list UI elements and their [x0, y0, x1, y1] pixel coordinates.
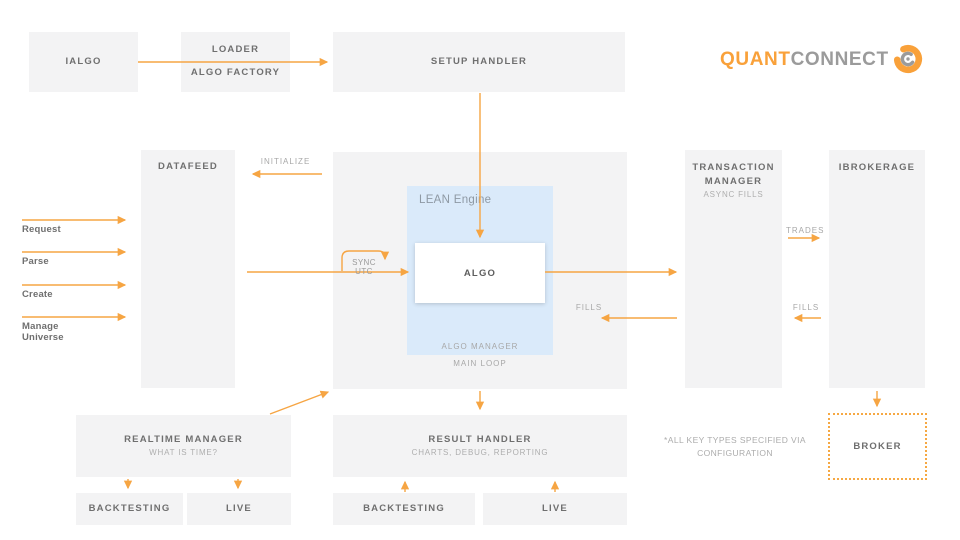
backtesting-left-box: BACKTESTING [76, 493, 183, 525]
arrow-realtime-to-engine [269, 390, 330, 415]
live-left-box: LIVE [187, 493, 291, 525]
ialgo-title: IALGO [65, 56, 102, 68]
backtesting-center-box: BACKTESTING [333, 493, 475, 525]
note-line2: CONFIGURATION [697, 448, 773, 459]
charts-debug-subtitle: CHARTS, DEBUG, REPORTING [411, 447, 549, 457]
manage-universe-label: Manage Universe [22, 321, 64, 343]
algo-title: ALGO [463, 267, 497, 279]
configuration-note: *ALL KEY TYPES SPECIFIED VIA CONFIGURATI… [655, 434, 815, 460]
datafeed-title: DATAFEED [158, 161, 218, 172]
async-fills-subtitle: ASYNC FILLS [703, 189, 764, 199]
quantconnect-swirl-icon [893, 44, 922, 74]
ibrokerage-box: IBROKERAGE [829, 150, 925, 388]
result-handler-box: RESULT HANDLER CHARTS, DEBUG, REPORTING [333, 415, 627, 477]
setup-handler-title: SETUP HANDLER [430, 56, 528, 68]
lean-engine-title: LEAN Engine [419, 194, 492, 206]
fills-center-label: FILLS [575, 303, 603, 312]
live-left-title: LIVE [226, 503, 252, 515]
logo-text-quant: QUANT [720, 48, 791, 70]
algo-manager-label: ALGO MANAGER [441, 342, 519, 351]
request-label: Request [22, 224, 61, 235]
logo-text: QUANTCONNECT [720, 50, 889, 69]
result-handler-title: RESULT HANDLER [428, 434, 532, 446]
ibrokerage-title: IBROKERAGE [838, 162, 916, 173]
transaction-manager-title-line1: TRANSACTION [692, 162, 775, 173]
algo-box: ALGO [415, 243, 545, 303]
loader-title: LOADER [211, 44, 260, 55]
note-line1: *ALL KEY TYPES SPECIFIED VIA [664, 435, 806, 445]
realtime-manager-title: REALTIME MANAGER [124, 434, 243, 446]
realtime-manager-box: REALTIME MANAGER WHAT IS TIME? [76, 415, 291, 477]
live-center-box: LIVE [483, 493, 627, 525]
main-loop-label: MAIN LOOP [453, 359, 507, 368]
broker-title: BROKER [853, 441, 902, 452]
broker-box: BROKER [828, 413, 927, 480]
sync-utc-label: SYNC UTC [352, 258, 376, 276]
live-center-title: LIVE [542, 503, 568, 515]
parse-label: Parse [22, 256, 49, 267]
trades-label: TRADES [786, 226, 825, 235]
transaction-manager-title-line2: MANAGER [704, 175, 763, 187]
what-is-time-subtitle: WHAT IS TIME? [149, 447, 218, 457]
logo-text-connect: CONNECT [790, 48, 889, 70]
datafeed-box: DATAFEED [141, 150, 235, 388]
backtesting-left-title: BACKTESTING [88, 503, 171, 515]
algo-factory-title: ALGO FACTORY [190, 67, 281, 79]
initialize-label: INITIALIZE [260, 157, 311, 166]
loader-box: LOADER ALGO FACTORY [181, 32, 290, 92]
transaction-manager-box: TRANSACTION MANAGER ASYNC FILLS [685, 150, 782, 388]
ialgo-box: IALGO [29, 32, 138, 92]
fills-right-label: FILLS [792, 303, 820, 312]
backtesting-center-title: BACKTESTING [363, 503, 445, 515]
quantconnect-logo: QUANTCONNECT [720, 43, 924, 75]
create-label: Create [22, 289, 53, 300]
setup-handler-box: SETUP HANDLER [333, 32, 625, 92]
